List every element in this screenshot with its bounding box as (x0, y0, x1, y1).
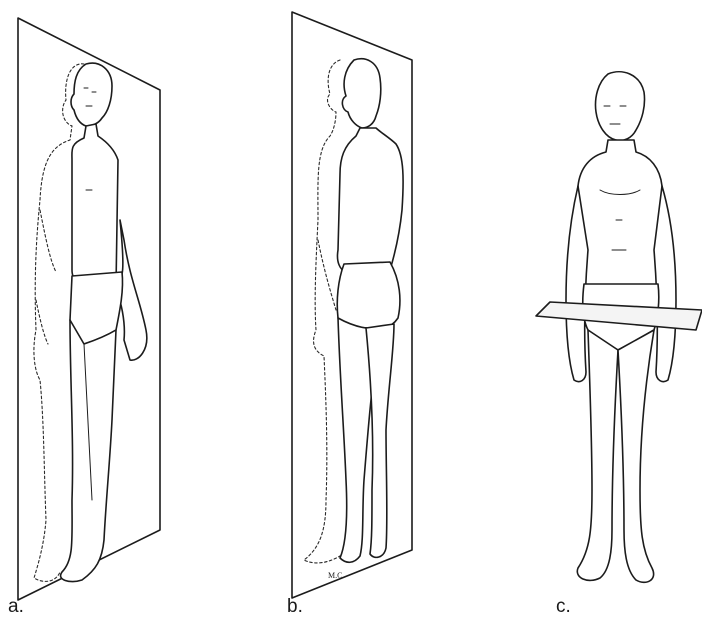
panel-label-c: c. (556, 596, 571, 618)
figure-c (536, 72, 702, 583)
panel-label-a: a. (8, 596, 24, 618)
artist-signature: M.C. (328, 571, 344, 580)
panel-label-b: b. (287, 596, 303, 618)
briefs (337, 262, 400, 329)
torso-outline (337, 128, 403, 272)
figure-a (18, 18, 160, 600)
figure-b: M.C. (292, 12, 412, 598)
